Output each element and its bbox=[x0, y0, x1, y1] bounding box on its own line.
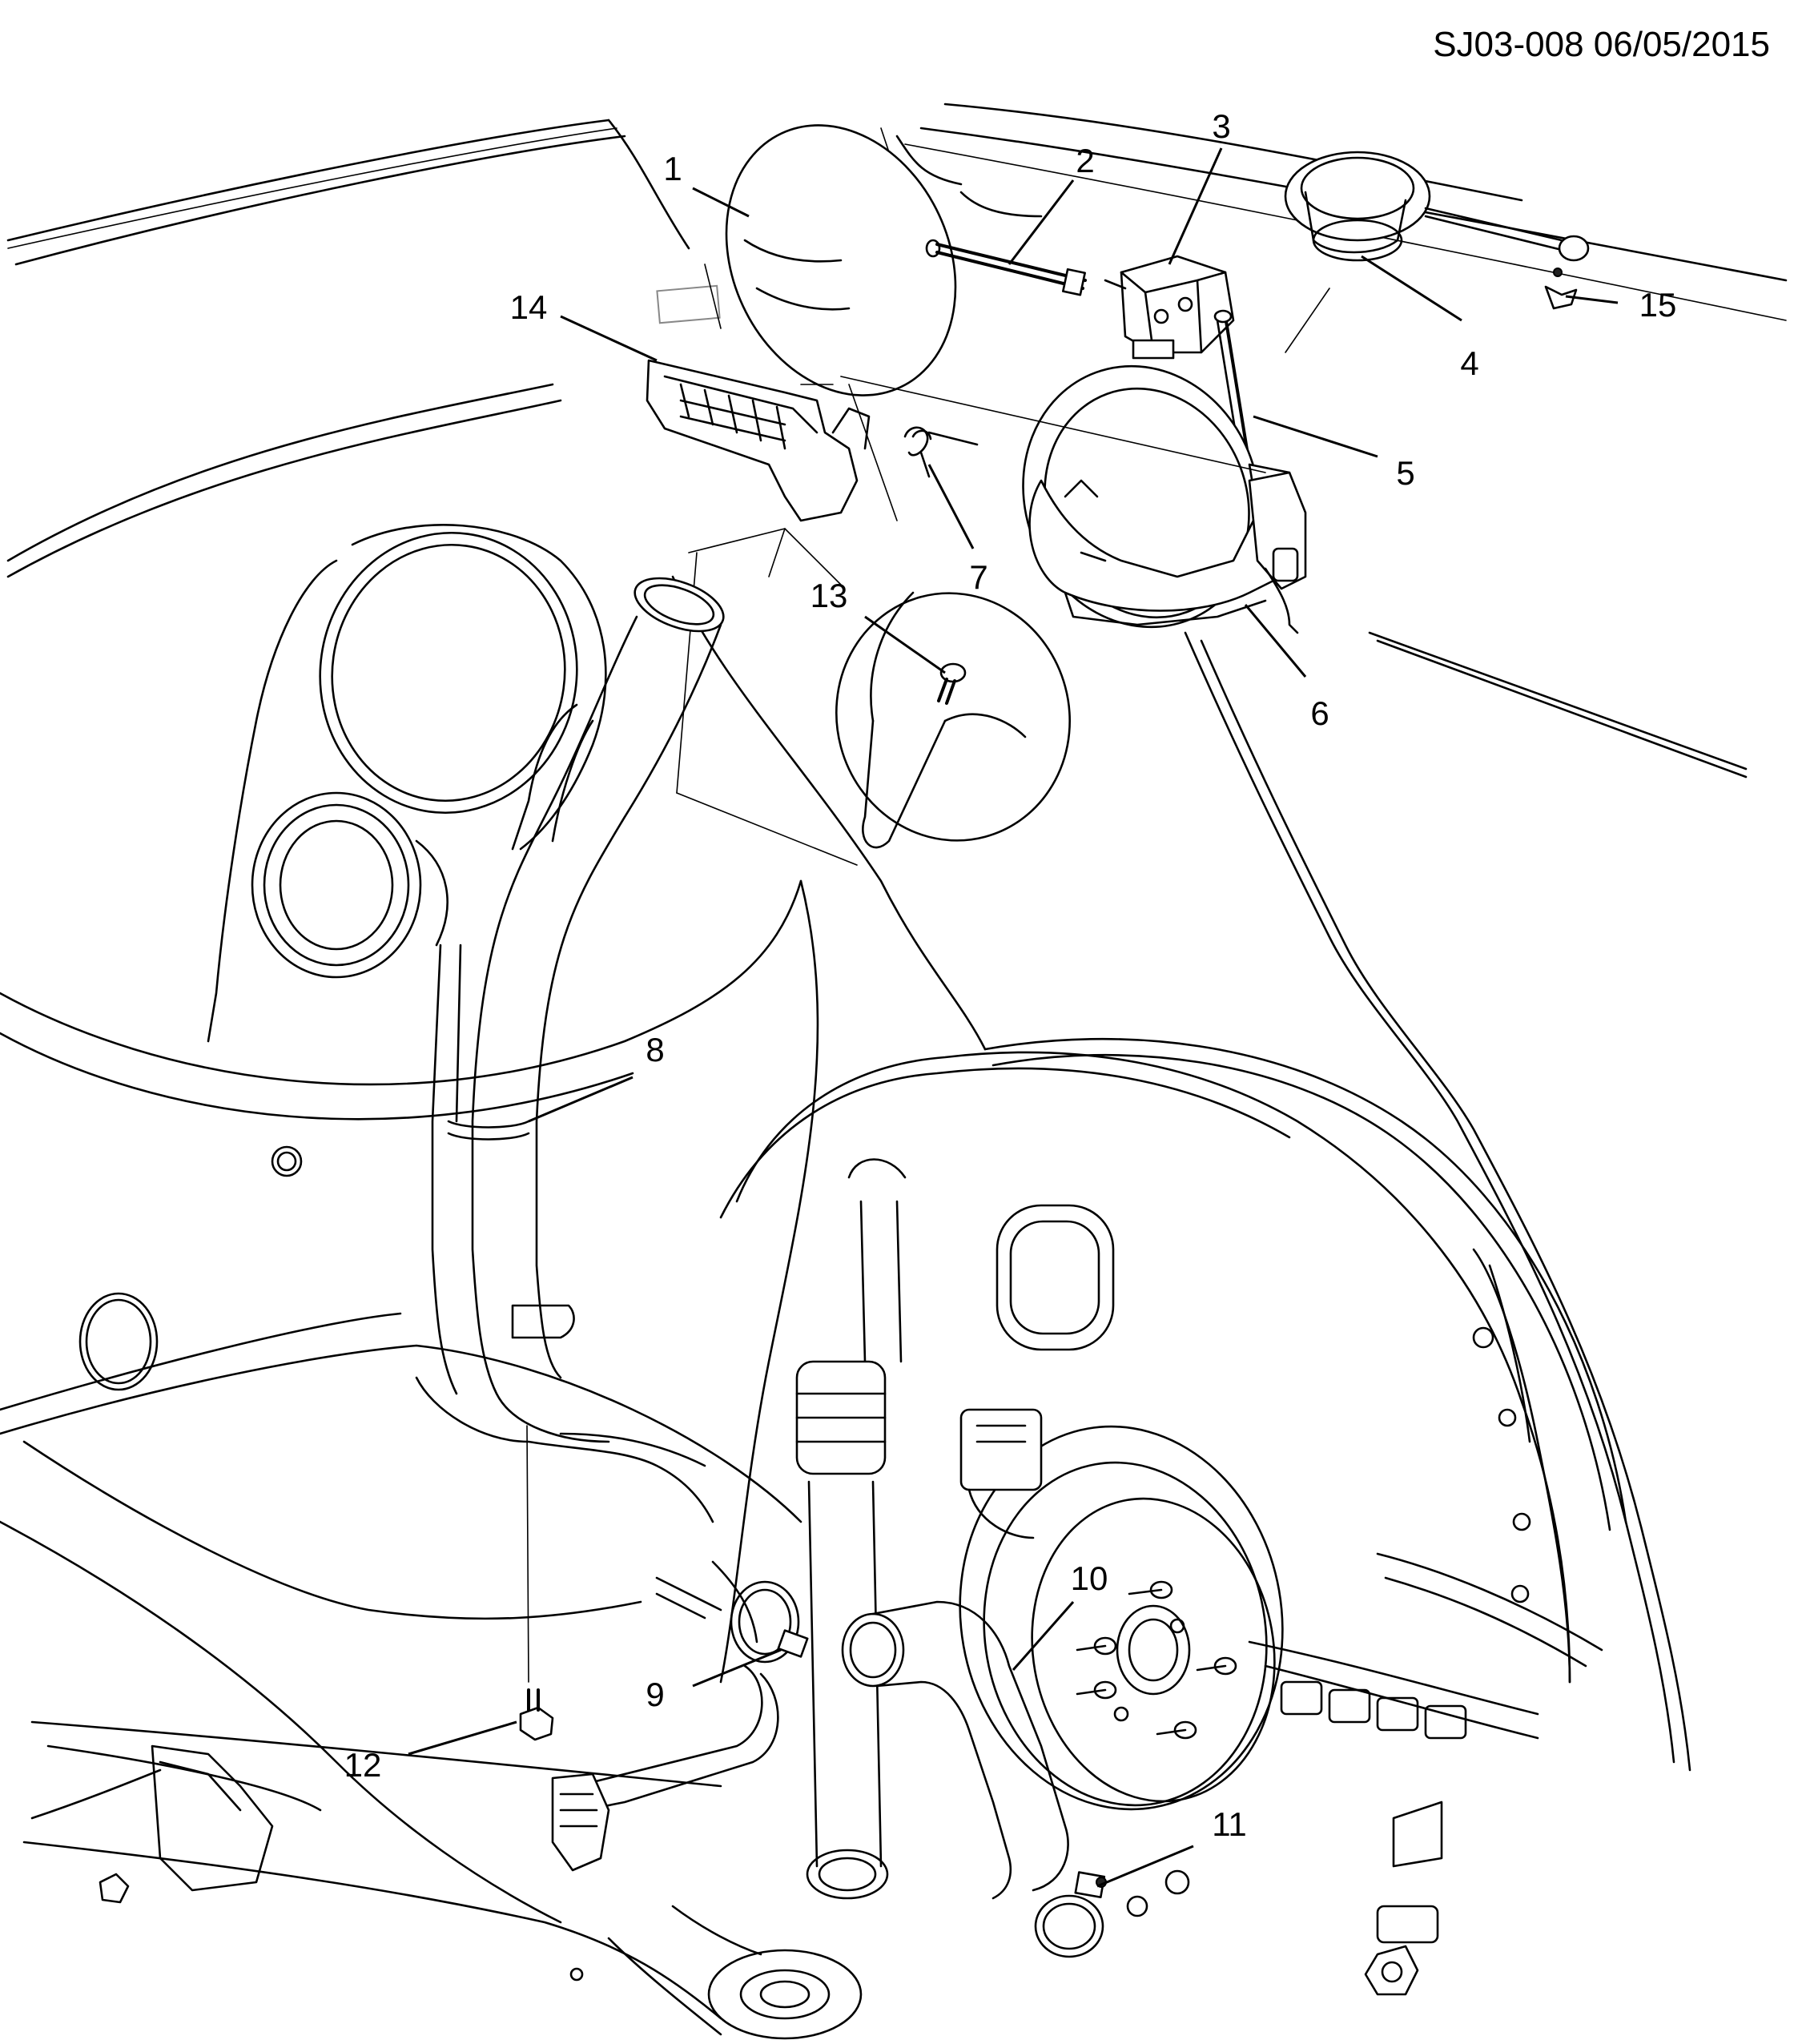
label-placeholder-box bbox=[656, 284, 721, 324]
part-11-clamp bbox=[1034, 1871, 1107, 1958]
fuel-door-pocket bbox=[676, 528, 1071, 866]
part-4-fuel-cap bbox=[1284, 151, 1590, 353]
callout-14: 14 bbox=[510, 288, 658, 362]
callout-9: 9 bbox=[646, 1648, 782, 1713]
document-id: SJ03-008 06/05/2015 bbox=[1433, 25, 1770, 64]
callout-11-label: 11 bbox=[1212, 1805, 1247, 1843]
callout-7-label: 7 bbox=[969, 558, 987, 596]
part-3-actuator bbox=[1104, 255, 1235, 360]
callout-14-label: 14 bbox=[510, 288, 548, 326]
callout-2-label: 2 bbox=[1076, 142, 1094, 179]
rear-shock-absorber bbox=[795, 1158, 907, 1900]
callout-13: 13 bbox=[810, 577, 946, 674]
callout-5-label: 5 bbox=[1396, 454, 1414, 492]
part-15-clip bbox=[1544, 268, 1578, 310]
callout-6-label: 6 bbox=[1310, 694, 1329, 732]
wiring-connector bbox=[959, 1408, 1043, 1539]
callout-1-label: 1 bbox=[663, 150, 682, 187]
callout-15-label: 15 bbox=[1639, 286, 1677, 324]
callout-13-label: 13 bbox=[810, 577, 848, 614]
part-12-bolt bbox=[519, 1425, 554, 1741]
part-1-fuel-door bbox=[656, 124, 957, 396]
wheel-house bbox=[719, 1051, 1603, 1996]
callout-12-label: 12 bbox=[344, 1746, 382, 1784]
callout-11: 11 bbox=[1096, 1805, 1247, 1888]
part-13-screw bbox=[937, 662, 967, 705]
brake-drum bbox=[959, 1425, 1284, 1811]
wheel-stud bbox=[1128, 1580, 1173, 1599]
callout-9-label: 9 bbox=[646, 1676, 664, 1713]
wheel-stud bbox=[1076, 1636, 1117, 1656]
wheel-stud bbox=[1196, 1656, 1237, 1676]
callout-8-label: 8 bbox=[646, 1031, 664, 1068]
callout-7: 7 bbox=[927, 464, 988, 596]
callout-2: 2 bbox=[1008, 142, 1095, 265]
part-6-filler-housing bbox=[1022, 364, 1307, 634]
callouts: 1 2 3 4 5 6 7 8 bbox=[344, 107, 1677, 1888]
part-8-filler-pipe bbox=[415, 577, 725, 1523]
callout-8: 8 bbox=[528, 1031, 665, 1123]
callout-4: 4 bbox=[1361, 255, 1479, 382]
callout-10: 10 bbox=[1012, 1559, 1108, 1671]
callout-6: 6 bbox=[1244, 604, 1329, 732]
part-14-hinge bbox=[646, 359, 1266, 522]
part-9-hose-clamp bbox=[551, 1560, 809, 1872]
callout-3-label: 3 bbox=[1212, 107, 1230, 145]
wheel-stud bbox=[1156, 1720, 1197, 1740]
part-10-filler-hose bbox=[841, 1600, 1069, 1900]
callout-1: 1 bbox=[663, 150, 750, 218]
callout-12: 12 bbox=[344, 1720, 517, 1784]
quarter-panel-outline bbox=[6, 103, 1788, 779]
callout-4-label: 4 bbox=[1460, 344, 1478, 382]
underbody bbox=[30, 1744, 1190, 2040]
part-7-spring bbox=[903, 426, 979, 478]
callout-15: 15 bbox=[1565, 286, 1677, 324]
tail-lamp-pocket bbox=[78, 524, 607, 1391]
body-side-contours bbox=[0, 575, 1691, 2020]
wheel-stud bbox=[1076, 1680, 1117, 1700]
callout-10-label: 10 bbox=[1071, 1559, 1108, 1597]
callout-5: 5 bbox=[1253, 415, 1415, 492]
callout-3: 3 bbox=[1168, 107, 1231, 265]
